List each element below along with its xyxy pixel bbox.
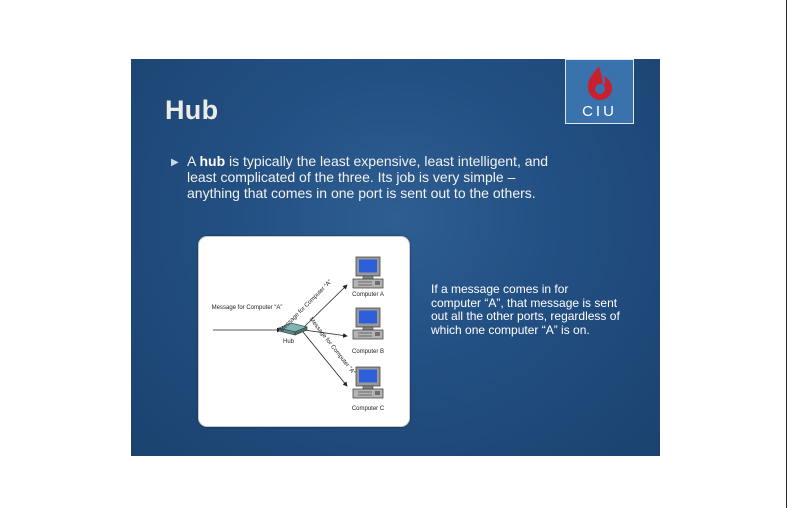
- bullet-prefix: A: [187, 153, 200, 169]
- bullet-rest: is typically the least expensive, least …: [187, 153, 549, 201]
- desktop-computer-icon: [352, 366, 384, 399]
- incoming-message-label: Message for Computer “A”: [212, 305, 283, 311]
- hub-diagram-svg: Hub Message for Computer “A” Message for…: [212, 256, 385, 412]
- hub-label: Hub: [283, 339, 295, 345]
- triangle-right-icon: ▶: [171, 157, 179, 168]
- slide-title: Hub: [165, 95, 219, 125]
- slide: Hub CIU ▶ A hub is typically the least e…: [131, 59, 660, 456]
- bullet-text: A hub is typically the least expensive, …: [187, 153, 551, 201]
- bullet-bold-term: hub: [199, 153, 226, 169]
- page-border-line: [786, 0, 787, 508]
- diagram-caption: If a message comes in for computer “A”, …: [431, 282, 620, 337]
- line-to-computer-b: [303, 329, 348, 338]
- incoming-label-text: Message for Computer “A”: [212, 305, 283, 311]
- line-to-computer-a: [302, 284, 348, 329]
- desktop-computer-icon: [352, 307, 384, 340]
- logo-text: CIU: [582, 103, 617, 120]
- ciu-flame-logo-icon: [588, 66, 612, 100]
- computer-c-label: Computer C: [352, 406, 385, 412]
- network-hub-icon: [278, 322, 308, 336]
- line-to-computer-c: [302, 331, 348, 387]
- bullet-point: ▶ A hub is typically the least expensive…: [171, 153, 551, 201]
- desktop-computer-icon: [352, 256, 384, 289]
- computer-a-label: Computer A: [352, 292, 384, 298]
- hub-diagram: Hub Message for Computer “A” Message for…: [198, 236, 410, 427]
- ciu-logo: CIU: [565, 59, 634, 124]
- computer-b-label: Computer B: [352, 349, 384, 355]
